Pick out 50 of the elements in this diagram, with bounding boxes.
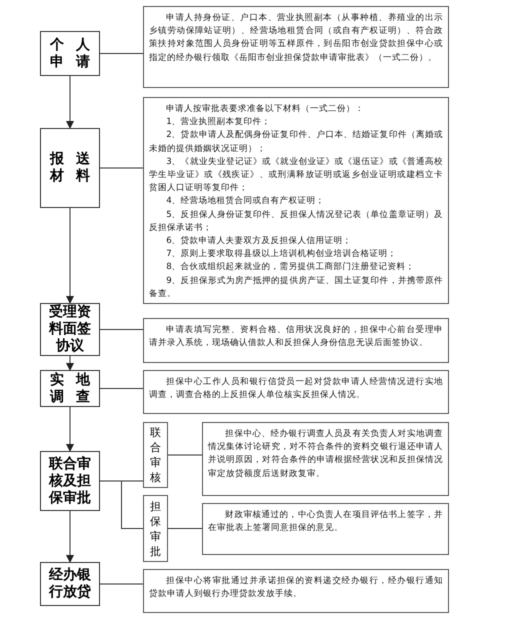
step-box <box>40 31 100 76</box>
sub-step-label: 担保审批 <box>150 498 162 558</box>
step-label: 报送材料 <box>49 151 103 185</box>
arrow <box>66 406 74 452</box>
step-box <box>40 562 100 606</box>
description-text: 1、营业执照副本复印件； <box>165 116 272 130</box>
description-text: 6、贷款申请人夫妻双方及反担保人信用证明； <box>165 235 353 248</box>
description-text: 9、反担保形式为房产抵押的提供房产证、国土证复印件，并携带原件备查。 <box>149 274 443 301</box>
description-box <box>143 97 449 304</box>
description-box <box>143 318 449 363</box>
description-text: 申请人按审批表要求准备以下材料（一式二份）： <box>165 103 366 116</box>
description-text: 申请表填写完整、资料合格、信用状况良好的，担保中心前台受理申请并录入系统，现场确认借款人和反担保人身份信息无误后面签协议。 <box>149 324 443 350</box>
connector-line <box>168 454 202 456</box>
description-text: 4、经营场地租赁合同或自有产权证明； <box>165 195 326 208</box>
step-label: 实地调查 <box>49 372 103 406</box>
description-text: 3、《就业失业登记证》或《就业创业证》或《退伍证》或《普通高校学生毕业证》或《残疾证》、或刑满释放证明或返乡创业证明或建档立卡贫困人口证明等复印件； <box>149 156 443 196</box>
step-box <box>40 128 100 208</box>
description-text: 2、贷款申请人及配偶身份证复印件、户口本、结婚证复印件（离婚或未婚的提供婚姻状况证明）； <box>149 129 443 156</box>
description-box <box>202 503 449 555</box>
description-text: 担保中心工作人员和银行信贷员一起对贷款申请人经营情况进行实地调查，调查合格的上反担保人单位核实反担保人情况。 <box>149 376 443 402</box>
step-label: 经办银行放贷 <box>48 567 92 601</box>
connector-line <box>100 329 144 330</box>
step-box <box>40 303 100 356</box>
arrow <box>66 356 74 371</box>
description-text: 5、反担保人身份证复印件、反担保人情况登记表（单位盖章证明）及反担保承诺书； <box>149 208 443 235</box>
connector-line <box>168 528 202 529</box>
description-text: 8、合伙或组织起来就业的，需另提供工商部门注册登记资料； <box>165 261 416 274</box>
description-text: 7、原则上要求取得县级以上培训机构创业培训合格证明； <box>165 248 398 262</box>
description-box <box>202 422 449 496</box>
description-box <box>143 370 449 414</box>
connector-line <box>100 53 144 54</box>
arrow <box>66 76 74 129</box>
step-label: 个人申请 <box>49 36 103 70</box>
description-text: 担保中心将审批通过并承诺担保的资料递交经办银行，经办银行通知贷款申请人到银行办理贷款发放手续。 <box>149 575 443 602</box>
description-text: 财政审核通过的，中心负责人在项目评估书上签字，并在审批表上签署同意担保的意见。 <box>208 509 443 536</box>
description-text: 担保中心、经办银行调查人员及有关负责人对实地调查情况集体讨论研究，对不符合条件的资料交银行退还申请人并说明原因，对符合条件的申请根据经营状况和反担保情况审定放贷额度后送财政复审。 <box>208 428 443 481</box>
step-box <box>40 370 100 407</box>
sub-step-box <box>143 495 168 562</box>
description-box <box>143 6 449 88</box>
sub-step-box <box>143 422 168 488</box>
connector-line <box>100 480 144 529</box>
step-label: 受理资料面签协议 <box>48 304 92 355</box>
step-box <box>40 451 100 511</box>
step-label: 联合审核及担保审批 <box>48 456 92 506</box>
arrow <box>66 510 74 563</box>
sub-step-label: 联合审核 <box>150 425 162 485</box>
arrow <box>66 208 74 304</box>
description-box <box>143 569 449 613</box>
connector-line <box>100 388 144 389</box>
description-text: 申请人持身份证、户口本、营业执照副本（从事种植、养殖业的出示乡镇劳动保障站证明）、经营场地租赁合同（或自有产权证明）、符合政策扶持对象范围人员身份证明等五样原件，到岳阳市创业贷款担保中心或指定的经办银行领取《岳阳市创业担保贷款申请审批表》（一式二份）。 <box>149 12 443 65</box>
